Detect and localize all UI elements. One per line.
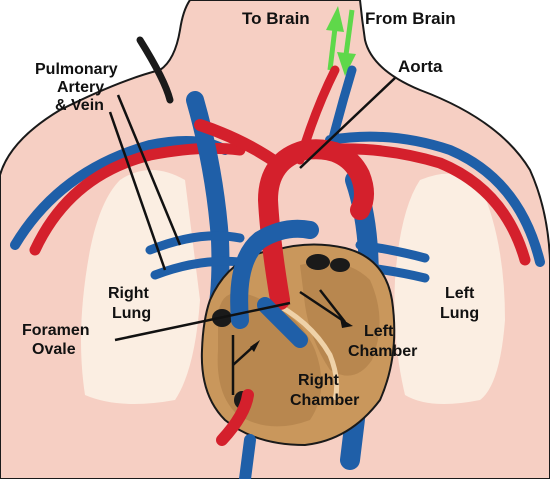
label-left-lung-line1: Left xyxy=(445,285,475,302)
label-right-lung-line2: Lung xyxy=(112,305,151,322)
label-pulmonary-line3: & Vein xyxy=(55,97,104,114)
label-foramen-line2: Ovale xyxy=(32,341,76,358)
label-right-chamber-line2: Chamber xyxy=(290,392,359,409)
label-from-brain: From Brain xyxy=(365,9,456,28)
label-foramen-line1: Foramen xyxy=(22,322,90,339)
valve-opening-2 xyxy=(330,258,350,272)
label-left-lung-line2: Lung xyxy=(440,305,479,322)
label-left-chamber-line1: Left xyxy=(364,323,394,340)
label-pulmonary-line1: Pulmonary xyxy=(35,61,118,78)
valve-opening-1 xyxy=(306,254,330,270)
label-right-lung-line1: Right xyxy=(108,285,150,302)
label-right-chamber-line1: Right xyxy=(298,372,340,389)
label-aorta: Aorta xyxy=(398,57,443,76)
label-to-brain: To Brain xyxy=(242,9,310,28)
inferior-vessel-blue xyxy=(245,440,250,479)
label-pulmonary-line2: Artery xyxy=(57,79,104,96)
label-left-chamber-line2: Chamber xyxy=(348,343,417,360)
